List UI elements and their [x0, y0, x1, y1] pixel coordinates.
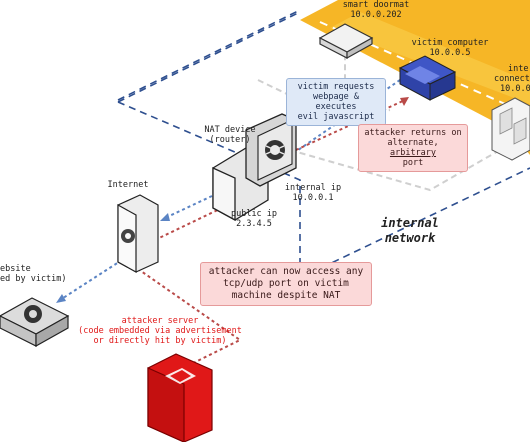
attacker-returns-callout: attacker returns on alternate, arbitrary… — [358, 124, 468, 172]
attacker-returns-line-2b: arbitrary — [389, 148, 437, 158]
public-ip-label: public ip 2.3.4.5 — [226, 209, 282, 229]
attacker-server-desc-2: or directly hit by victim) — [93, 336, 227, 346]
attacker-server-label: attacker server (code embedded via adver… — [60, 316, 260, 346]
connected-device-title-2: connecte — [494, 74, 530, 84]
attacker-access-line-2: tcp/udp port on victim — [223, 278, 349, 289]
victim-requests-line-2: webpage & executes — [312, 92, 360, 112]
smart-doormat-ip: 10.0.0.202 — [350, 10, 402, 20]
connected-device-label: inter connecte 10.0.0 — [494, 64, 530, 94]
public-ip-value: 2.3.4.5 — [236, 219, 272, 229]
lan-link-device — [289, 149, 501, 192]
nat-device-title: NAT device — [204, 125, 256, 135]
smart-doormat-icon — [318, 23, 374, 60]
internal-ip-value: 10.0.0.1 — [292, 193, 334, 203]
victim-requests-line-1: victim requests — [297, 82, 375, 92]
website-server-icon — [0, 297, 70, 348]
smart-doormat-label: smart doormat 10.0.0.202 — [332, 0, 420, 20]
attacker-return-path — [154, 204, 229, 241]
victim-computer-icon — [398, 55, 457, 101]
connected-device-ip: 10.0.0 — [500, 84, 530, 94]
attacker-arrow-head — [400, 97, 409, 106]
website-label: ebsite ed by victim) — [0, 264, 72, 284]
website-title: ebsite — [0, 264, 31, 274]
victim-requests-line-3: evil javascript — [297, 112, 375, 122]
internal-ip-title: internal ip — [284, 183, 342, 193]
nat-device-subtitle: (router) — [209, 135, 251, 145]
victim-requests-callout: victim requests webpage & executes evil … — [286, 78, 386, 126]
internal-network-title-1: internal — [381, 216, 439, 230]
victim-computer-ip: 10.0.0.5 — [429, 48, 471, 58]
attacker-access-callout: attacker can now access any tcp/udp port… — [200, 262, 372, 306]
request-path-out — [164, 195, 213, 219]
internal-ip-label: internal ip 10.0.0.1 — [280, 183, 346, 203]
attacker-server-title: attacker server — [121, 316, 199, 326]
internal-network-title-2: network — [384, 231, 436, 245]
smart-doormat-title: smart doormat — [342, 0, 410, 10]
internal-network-label: internal network — [370, 216, 450, 246]
attacker-server-icon — [147, 353, 213, 442]
connected-device-title-1: inter — [508, 64, 530, 74]
victim-computer-label: victim computer 10.0.0.5 — [400, 38, 500, 58]
internet-label: Internet — [107, 180, 149, 190]
public-ip-title: public ip — [230, 209, 278, 219]
attacker-access-line-1: attacker can now access any — [208, 266, 364, 277]
attacker-returns-line-1: attacker returns on — [364, 128, 462, 138]
website-subtitle: ed by victim) — [0, 274, 67, 284]
attacker-access-line-3: machine despite NAT — [231, 290, 341, 301]
internal-network-boundary-path — [117, 11, 530, 279]
attacker-returns-line-3: port — [402, 158, 424, 168]
attacker-returns-line-2a: alternate, — [387, 138, 439, 148]
request-arrow-head — [160, 213, 170, 221]
attacker-returns-line-2: alternate, arbitrary — [364, 138, 462, 158]
nat-device-label: NAT device (router) — [198, 125, 262, 145]
internal-network-boundary — [117, 9, 301, 101]
nat-router-icon — [212, 113, 297, 222]
internet-server-icon — [117, 194, 159, 274]
website-arrow-head — [56, 294, 66, 303]
attacker-server-desc-1: (code embedded via advertisement — [78, 326, 242, 336]
data-beam-highlight — [330, 12, 530, 104]
victim-computer-title: victim computer — [411, 38, 489, 48]
connected-device-icon — [491, 97, 530, 161]
request-path-website — [59, 259, 123, 301]
